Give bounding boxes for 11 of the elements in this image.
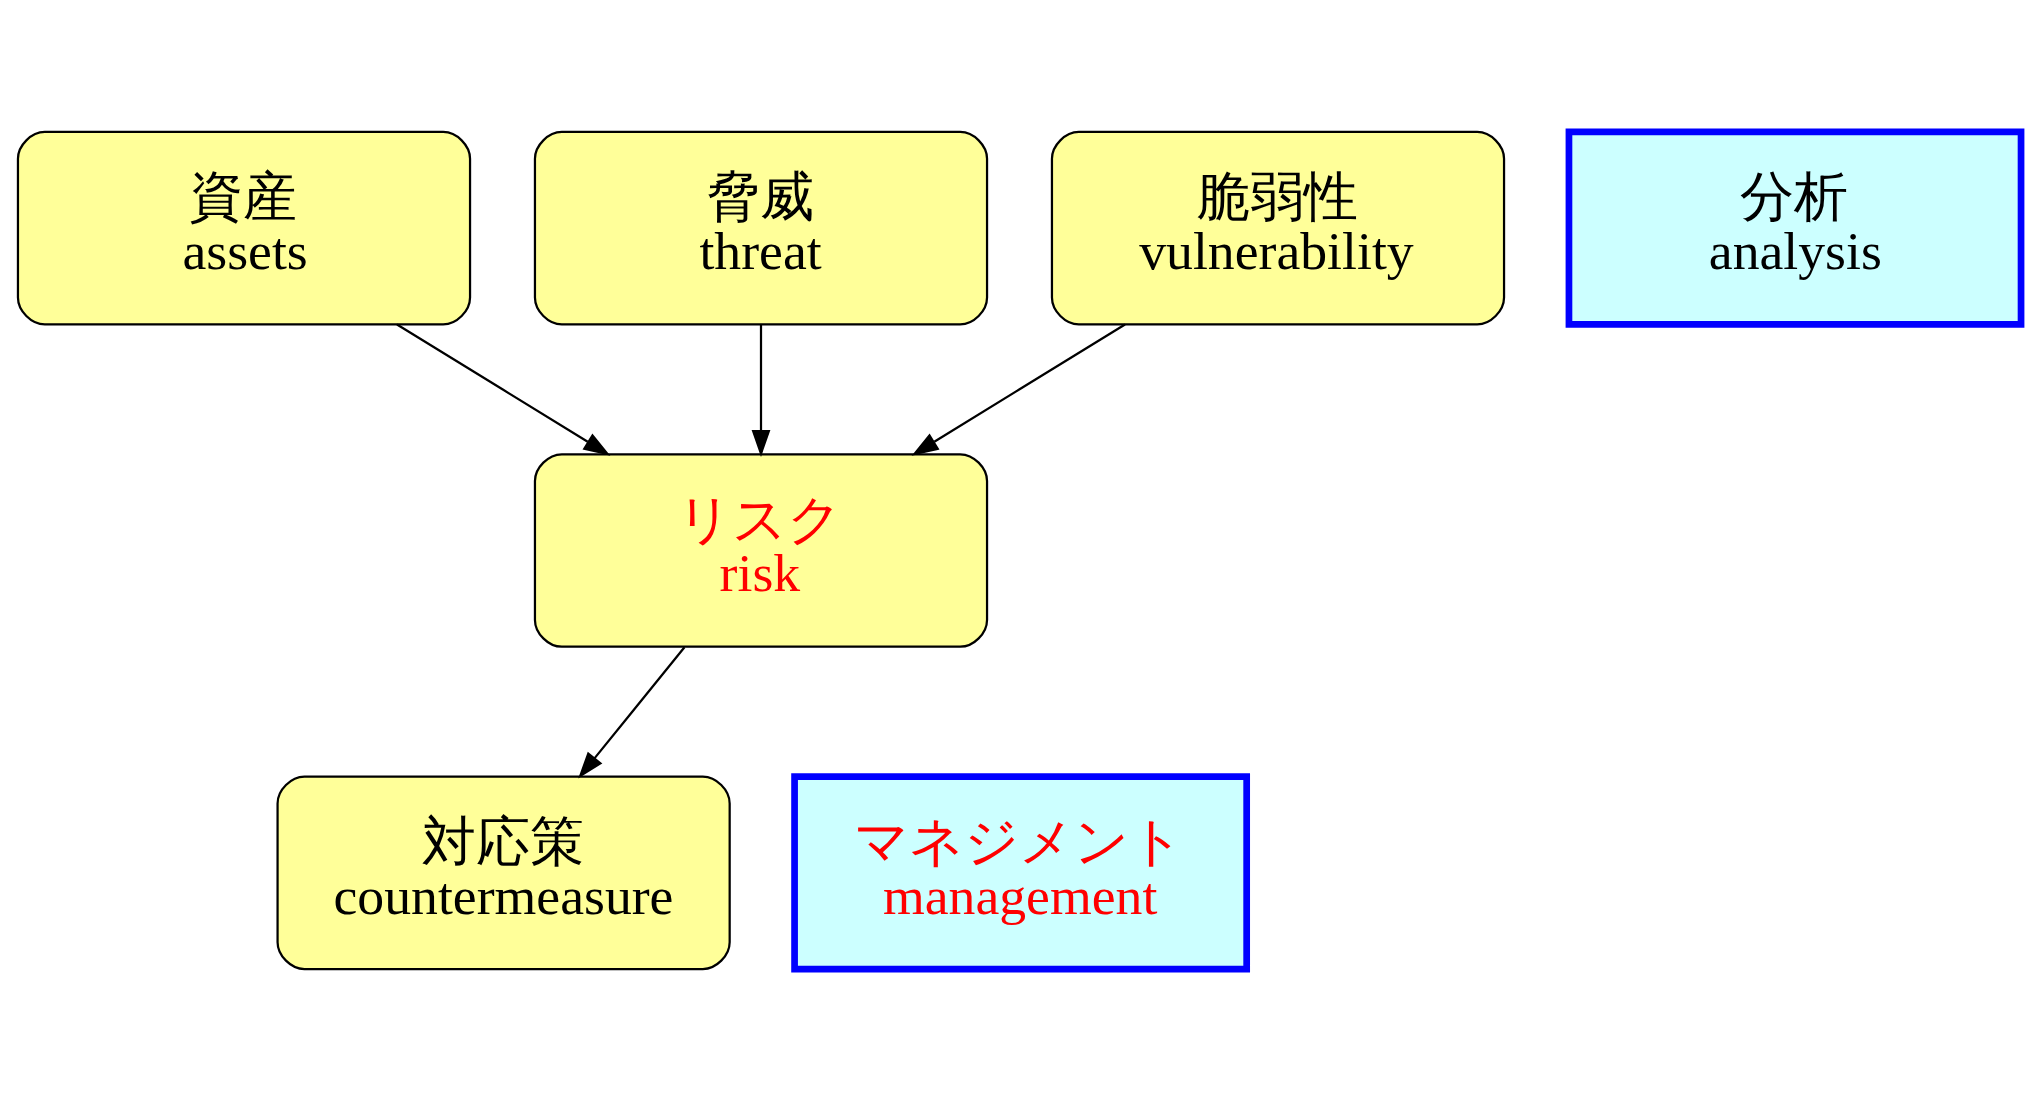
node-box: 資産 assets xyxy=(16,130,471,326)
arrow xyxy=(751,324,770,457)
node-box: 脆弱性 vulnerability xyxy=(1050,130,1505,326)
arrow xyxy=(577,646,685,778)
node-box: 分析 analysis xyxy=(1565,128,2024,328)
node-box: 対応策 countermeasure xyxy=(275,774,731,970)
node-box: リスク risk xyxy=(533,452,988,648)
node-box: マネジメント management xyxy=(790,772,1250,972)
arrow xyxy=(911,323,1126,456)
node-box: 脅威 threat xyxy=(533,130,988,326)
arrow xyxy=(395,323,610,456)
